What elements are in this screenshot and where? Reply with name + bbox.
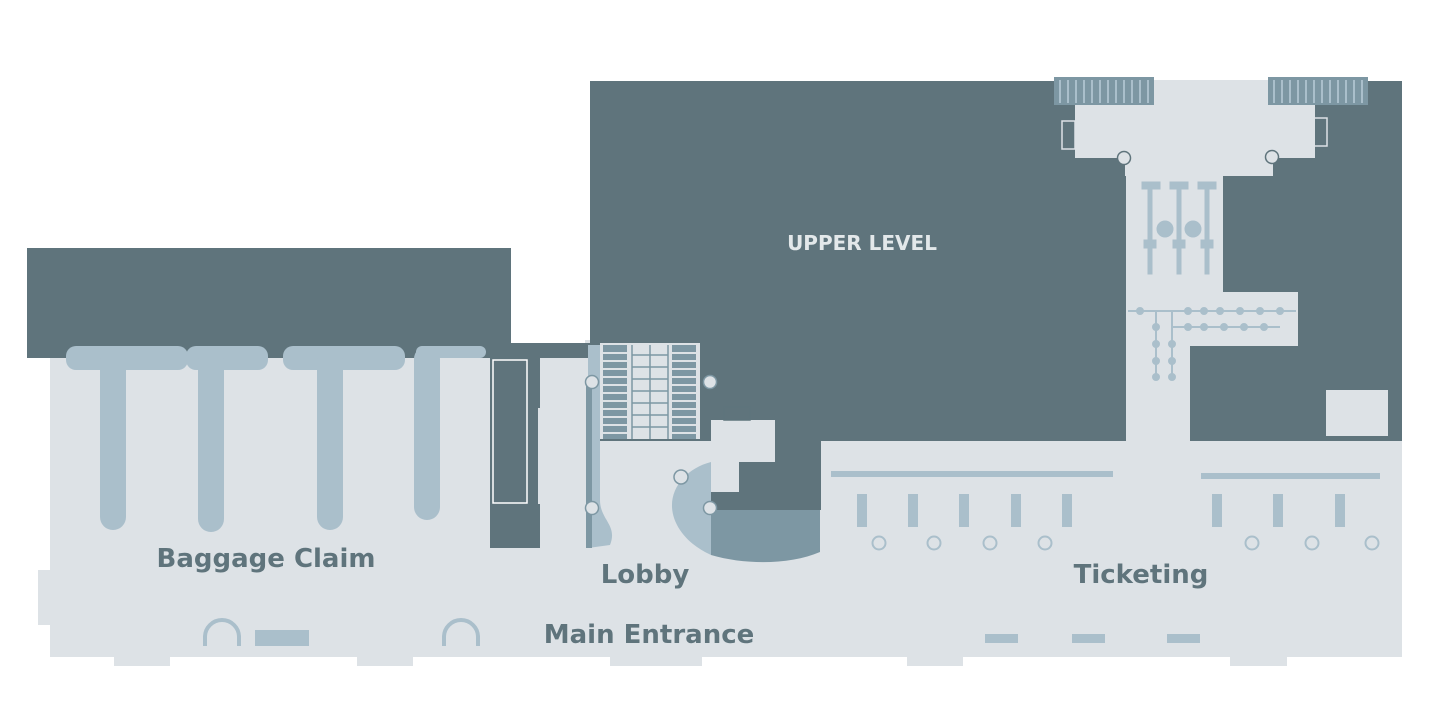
baggage-door	[492, 359, 528, 504]
upper-side-boxes	[1061, 117, 1328, 150]
upper-escalators	[1054, 77, 1368, 105]
security-lanes	[1141, 181, 1217, 275]
elevator-icon	[584, 374, 718, 516]
ticketing-label: Ticketing	[1074, 560, 1209, 590]
lobby-wall-curve	[588, 345, 613, 548]
upper-level-label: UPPER LEVEL	[787, 231, 937, 255]
info-desk	[723, 406, 751, 421]
lobby-label: Lobby	[601, 560, 690, 590]
gate-arch-icon	[203, 618, 480, 646]
queue-line	[1128, 307, 1296, 381]
baggage-claim-label: Baggage Claim	[157, 544, 376, 574]
lobby-accent-curve	[671, 462, 711, 555]
lobby-accent-floor	[711, 510, 820, 563]
escalator-icon	[600, 343, 700, 439]
lobby-pillar	[586, 380, 592, 548]
entrance-doors	[255, 630, 1200, 646]
baggage-carousels	[66, 346, 486, 532]
upper-elevator-icon	[1116, 149, 1280, 166]
kiosk-icon	[871, 535, 1380, 551]
main-entrance-label: Main Entrance	[544, 620, 755, 650]
ticket-counters	[831, 471, 1380, 527]
